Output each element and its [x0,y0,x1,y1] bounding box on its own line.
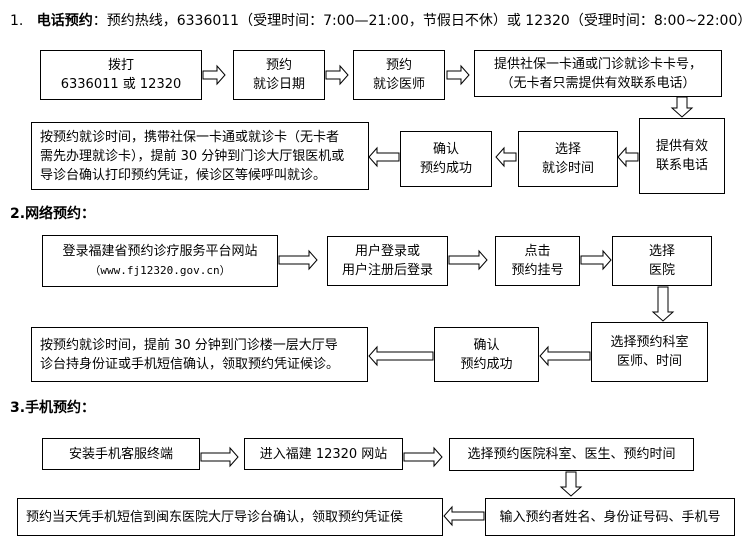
step-provide-card: 提供社保一卡通或门诊就诊卡卡号，（无卡者只需提供有效联系电话） [474,50,722,97]
arrow-right-icon [403,446,443,468]
section3-heading: 3.手机预约： [10,399,95,417]
arrow-down-icon [559,471,583,497]
section2-title: 网络预约： [25,206,96,222]
step-choose-time: 选择就诊时间 [518,131,618,187]
arrow-left-icon [443,505,485,527]
step-book-doctor: 预约就诊医师 [353,50,445,100]
step-enter-info: 输入预约者姓名、身份证号码、手机号 [485,498,735,536]
section3-title: 手机预约： [25,400,96,416]
arrow-down-icon [651,286,675,322]
step-enter-website: 进入福建 12320 网站 [244,438,403,470]
arrow-right-icon [200,446,239,468]
section1-title: 电话预约 [36,13,93,29]
step-click-register: 点击预约挂号 [495,236,580,286]
section1-text: ：预约热线，6336011（受理时间：7:00—21:00，节假日不休）或 12… [92,13,750,29]
step-login-website: 登录福建省预约诊疗服务平台网站（www.fj12320.gov.cn） [42,235,278,287]
section3-number: 3. [10,400,26,416]
step-choose-department: 选择预约科室医师、时间 [591,322,708,382]
step-book-date: 预约就诊日期 [233,50,325,100]
arrow-right-icon [278,249,318,271]
step-choose-hospital: 选择医院 [612,236,712,286]
arrow-left-icon [368,146,400,168]
section1-heading: 1. 电话预约：预约热线，6336011（受理时间：7:00—21:00，节假日… [10,12,750,30]
arrow-left-icon [539,345,591,367]
step-confirm-success: 确认预约成功 [434,327,539,382]
step-user-login: 用户登录或用户注册后登录 [327,236,448,286]
section1-number: 1. [10,13,24,29]
arrow-left-icon [495,146,517,168]
arrow-left-icon [617,146,639,168]
arrow-right-icon [446,64,470,86]
step-visit-instructions: 按预约就诊时间，提前 30 分钟到门诊楼一层大厅导诊台持身份证或手机短信确认，领… [31,327,368,382]
step-confirm-success: 确认预约成功 [400,131,492,187]
arrow-down-icon [670,96,694,118]
section2-number: 2. [10,206,26,222]
arrow-right-icon [202,64,226,86]
arrow-right-icon [580,249,612,271]
step-install-app: 安装手机客服终端 [42,438,200,470]
step-provide-phone: 提供有效联系电话 [639,118,725,194]
arrow-right-icon [325,64,349,86]
step-visit-instructions: 按预约就诊时间，携带社保一卡通或就诊卡（无卡者需先办理就诊卡），提前 30 分钟… [31,122,369,190]
section2-heading: 2.网络预约： [10,205,95,223]
arrow-right-icon [448,249,488,271]
arrow-left-icon [368,345,434,367]
step-confirm-sms: 预约当天凭手机短信到闽东医院大厅导诊台确认，领取预约凭证侯 [17,498,443,536]
step-choose-details: 选择预约医院科室、医生、预约时间 [449,438,694,471]
